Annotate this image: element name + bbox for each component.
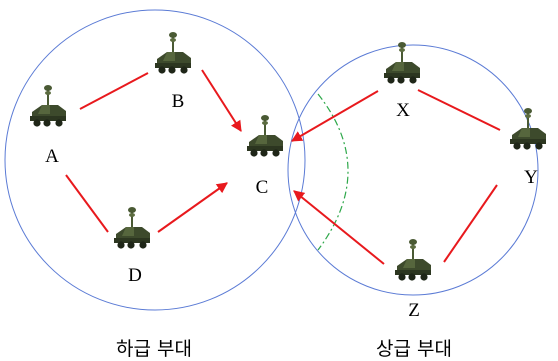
node-label-x: X: [396, 100, 410, 121]
military-radio-vehicle-icon: [395, 239, 431, 281]
military-radio-vehicle-icon: [155, 32, 191, 74]
upper-unit-circle: [287, 44, 539, 296]
military-radio-vehicle-icon: [510, 108, 546, 150]
lower-unit-circle: [4, 9, 306, 311]
node-d: D: [114, 207, 150, 286]
upper-unit-label: 상급 부대: [376, 338, 452, 360]
military-radio-vehicle-icon: [247, 115, 283, 157]
military-radio-vehicle-icon: [30, 85, 66, 127]
node-b: B: [155, 32, 191, 112]
link-a-b: [79, 72, 149, 110]
link-b-c: [201, 69, 242, 132]
military-radio-vehicle-icon: [114, 207, 150, 249]
node-y: Y: [510, 108, 546, 188]
link-a-d: [65, 174, 109, 233]
node-a: A: [30, 85, 66, 167]
node-c: C: [247, 115, 283, 198]
node-label-c: C: [256, 177, 269, 198]
node-label-y: Y: [524, 167, 538, 188]
link-z-c: [293, 190, 385, 265]
links-layer: [65, 69, 501, 265]
node-z: Z: [395, 239, 431, 321]
link-x-c: [291, 90, 379, 142]
link-d-c: [157, 182, 228, 233]
node-label-d: D: [128, 265, 142, 286]
link-y-z: [443, 184, 498, 263]
military-radio-vehicle-icon: [384, 42, 420, 84]
link-x-y: [417, 89, 501, 131]
node-label-z: Z: [408, 300, 420, 321]
node-x: X: [384, 42, 420, 121]
lower-unit-label: 하급 부대: [116, 338, 192, 360]
nodes-layer: A B C D X Y Z: [30, 32, 546, 321]
node-label-a: A: [45, 146, 59, 167]
coverage-boundary-arc: [317, 93, 349, 251]
node-label-b: B: [172, 91, 185, 112]
